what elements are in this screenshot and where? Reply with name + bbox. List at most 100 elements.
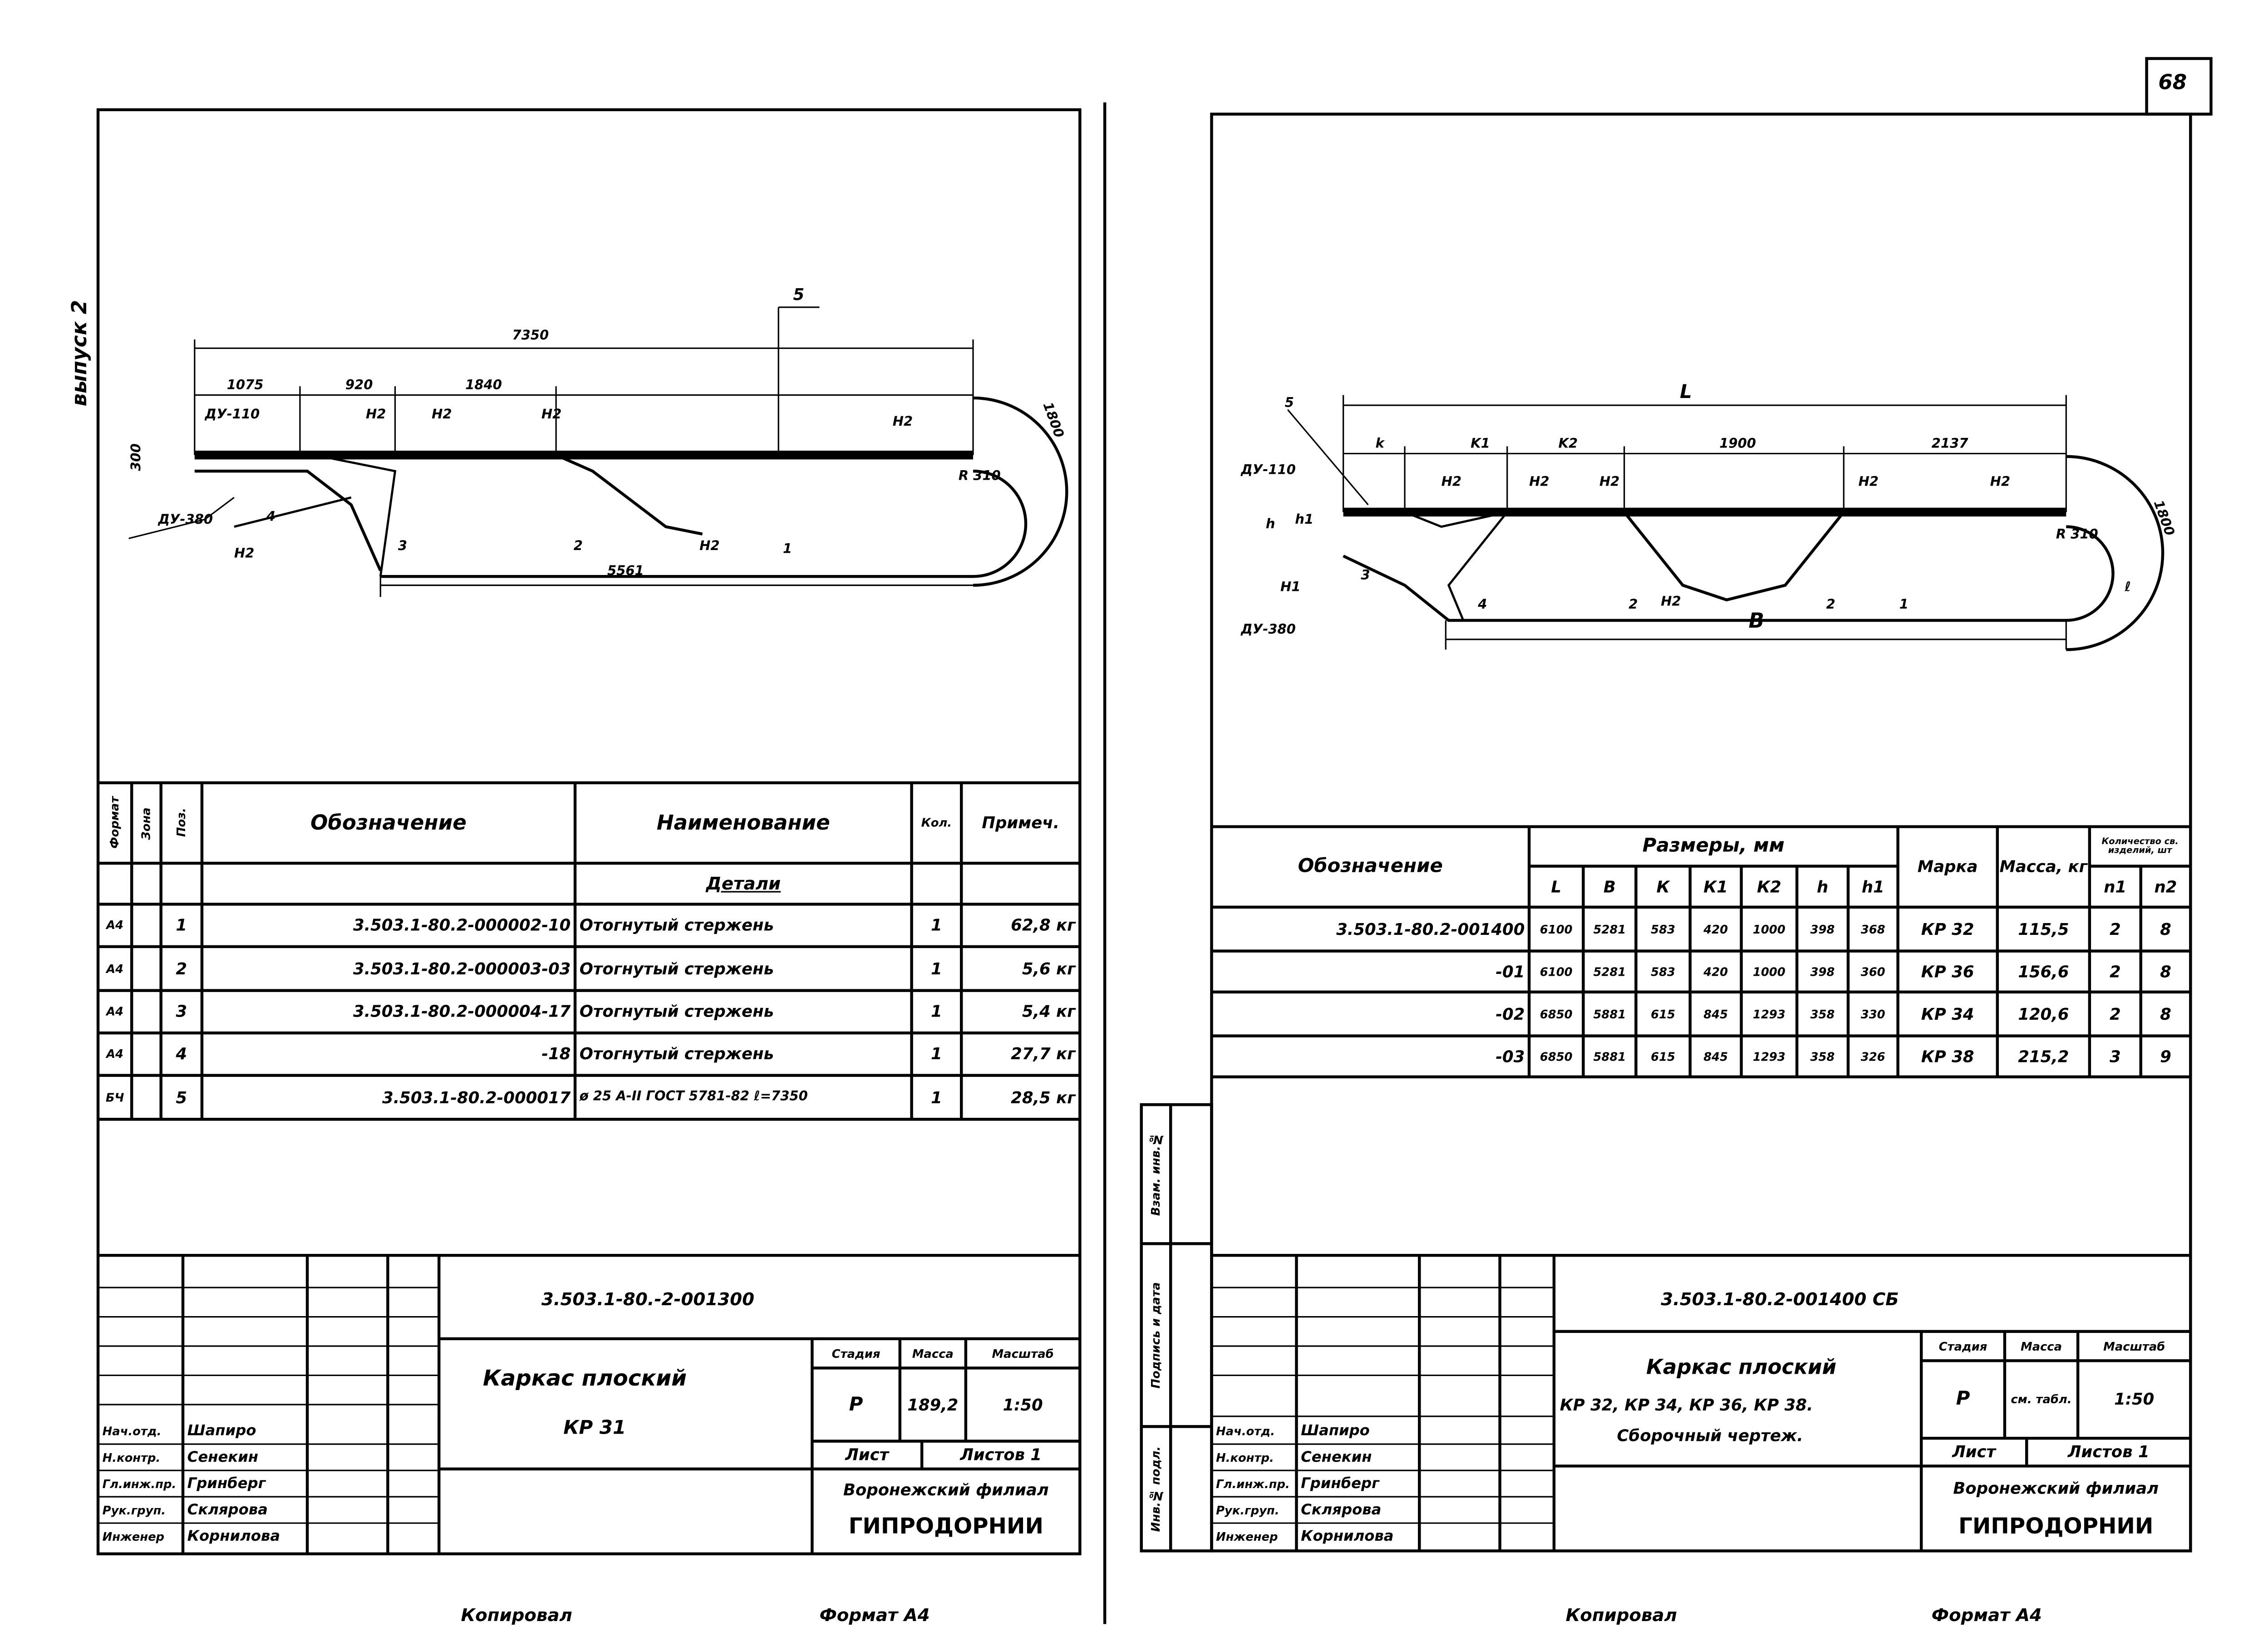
row-zone xyxy=(132,904,161,946)
row-qty: 1 xyxy=(931,1044,942,1064)
sheets-label: Листов 1 xyxy=(2067,1442,2150,1462)
row-designation: 3.503.1-80.2-000017 xyxy=(382,1088,571,1107)
row-note: 5,6 кг xyxy=(1022,959,1076,978)
row-value: 358 xyxy=(1810,1050,1835,1063)
drawing-title: Каркас плоский xyxy=(1646,1356,1837,1380)
row-designation: -18 xyxy=(541,1044,571,1064)
n2-label: Н2 xyxy=(234,547,255,562)
row-name: ø 25 А-II ГОСТ 5781-82 ℓ=7350 xyxy=(579,1090,808,1105)
mass-value: 189,2 xyxy=(907,1395,959,1414)
row-value: 6100 xyxy=(1540,965,1573,978)
row-value: 6100 xyxy=(1540,922,1573,936)
col-qty: Количество св. изделий, шт xyxy=(2101,836,2179,855)
row-value: 3 xyxy=(2109,1047,2121,1066)
row-value: 5281 xyxy=(1593,965,1626,978)
pos-5-label: 5 xyxy=(1284,396,1294,411)
role-label: Нач.отд. xyxy=(102,1424,162,1438)
row-value: 8 xyxy=(2160,962,2171,981)
n2-label: Н2 xyxy=(432,408,452,423)
row-value: 420 xyxy=(1703,965,1728,978)
role-label: Нач.отд. xyxy=(1216,1424,1275,1438)
drawing-title: Каркас плоский xyxy=(482,1365,687,1392)
col-qty: Кол. xyxy=(921,816,952,830)
dim-total: 7350 xyxy=(512,329,549,344)
row-value: 120,6 xyxy=(2018,1004,2069,1024)
right-frame xyxy=(1210,113,2192,1553)
row-value: 358 xyxy=(1810,1007,1835,1021)
row-designation: 3.503.1-80.2-000002-10 xyxy=(353,916,571,935)
du380-label: ДУ-380 xyxy=(158,513,213,528)
sheet-label: Лист xyxy=(845,1445,889,1465)
row-designation: 3.503.1-80.2-000004-17 xyxy=(353,1002,571,1022)
row-name: Отогнутый стержень xyxy=(579,1044,774,1064)
row-value: 368 xyxy=(1860,922,1885,936)
row-value: 2 xyxy=(2109,962,2121,981)
left-frame-drawing xyxy=(128,306,1068,597)
row-format: А4 xyxy=(106,1047,124,1061)
row-qty: 1 xyxy=(931,1088,942,1107)
stamp-original-inv: Инв.№ подл. xyxy=(1149,1446,1163,1532)
dim-h1: h1 xyxy=(1295,513,1314,528)
col-size-1: В xyxy=(1603,877,1616,896)
drawing-subtitle: КР 32, КР 34, КР 36, КР 38. xyxy=(1560,1395,1813,1415)
n2-label: Н2 xyxy=(1529,475,1550,491)
row-note: 5,4 кг xyxy=(1022,1002,1076,1022)
row-value: 615 xyxy=(1651,1007,1675,1021)
stage-header: Стадия xyxy=(831,1346,881,1360)
row-value: 845 xyxy=(1703,1050,1728,1063)
row-value: 5881 xyxy=(1593,1050,1626,1063)
person-name: Шапиро xyxy=(1301,1423,1370,1439)
sheets-label: Листов 1 xyxy=(960,1445,1042,1465)
height-label: 300 xyxy=(130,443,145,471)
row-value: 2 xyxy=(2109,1004,2121,1024)
row-designation: -02 xyxy=(1496,1004,1525,1024)
row-value: 420 xyxy=(1703,922,1728,936)
n2-label: Н2 xyxy=(1990,475,2011,491)
person-name: Склярова xyxy=(1301,1502,1382,1518)
row-value: 8 xyxy=(2160,1004,2171,1024)
row-zone xyxy=(132,1076,161,1120)
row-note: 28,5 кг xyxy=(1011,1088,1076,1107)
row-name: Отогнутый стержень xyxy=(579,959,774,978)
col-n2: n2 xyxy=(2154,877,2177,896)
role-label: Инженер xyxy=(1216,1529,1278,1543)
mass-header: Масса xyxy=(912,1346,954,1360)
radius-label: R 310 xyxy=(2056,528,2098,543)
du380-label: ДУ-380 xyxy=(1240,623,1296,638)
mass-value: см. табл. xyxy=(2011,1393,2072,1406)
row-format: А4 xyxy=(106,1005,124,1018)
n1-label: Н1 xyxy=(1280,580,1301,596)
col-size-5: h xyxy=(1816,877,1829,896)
dim-k1: K1 xyxy=(1471,437,1490,452)
scale-value: 1:50 xyxy=(2114,1390,2155,1409)
dim-k2: K2 xyxy=(1558,437,1578,452)
col-size-3: К1 xyxy=(1703,877,1728,896)
stamp-replaced-inv: Взам. инв.№ xyxy=(1149,1132,1163,1216)
organization-name: ГИПРОДОРНИИ xyxy=(1958,1513,2154,1539)
row-value: 1000 xyxy=(1752,922,1786,936)
role-label: Рук.груп. xyxy=(1216,1503,1279,1517)
row-format: БЧ xyxy=(105,1091,124,1104)
sheet-label: Лист xyxy=(1952,1442,1996,1462)
organization-name: ГИПРОДОРНИИ xyxy=(848,1513,1044,1539)
organization-branch: Воронежский филиал xyxy=(843,1480,1049,1499)
left-frame xyxy=(96,108,1082,1556)
row-value: 326 xyxy=(1860,1050,1885,1063)
row-designation: -01 xyxy=(1496,962,1525,981)
row-value: 845 xyxy=(1703,1007,1728,1021)
row-value: 1293 xyxy=(1752,1050,1786,1063)
radius-label: R 310 xyxy=(958,469,1001,485)
col-designation: Обозначение xyxy=(310,811,467,835)
row-zone xyxy=(132,991,161,1033)
pos-4-label: 4 xyxy=(266,511,276,526)
dim-l: ℓ xyxy=(2125,580,2131,596)
col-designation: Обозначение xyxy=(1298,856,1443,878)
mass-header: Масса xyxy=(2020,1339,2062,1353)
dim-bottom: 5561 xyxy=(607,565,644,580)
row-name: Отогнутый стержень xyxy=(579,1002,774,1022)
role-label: Рук.груп. xyxy=(102,1503,166,1517)
row-value: 115,5 xyxy=(2018,919,2069,939)
person-name: Корнилова xyxy=(187,1528,280,1544)
row-value: 583 xyxy=(1651,965,1675,978)
